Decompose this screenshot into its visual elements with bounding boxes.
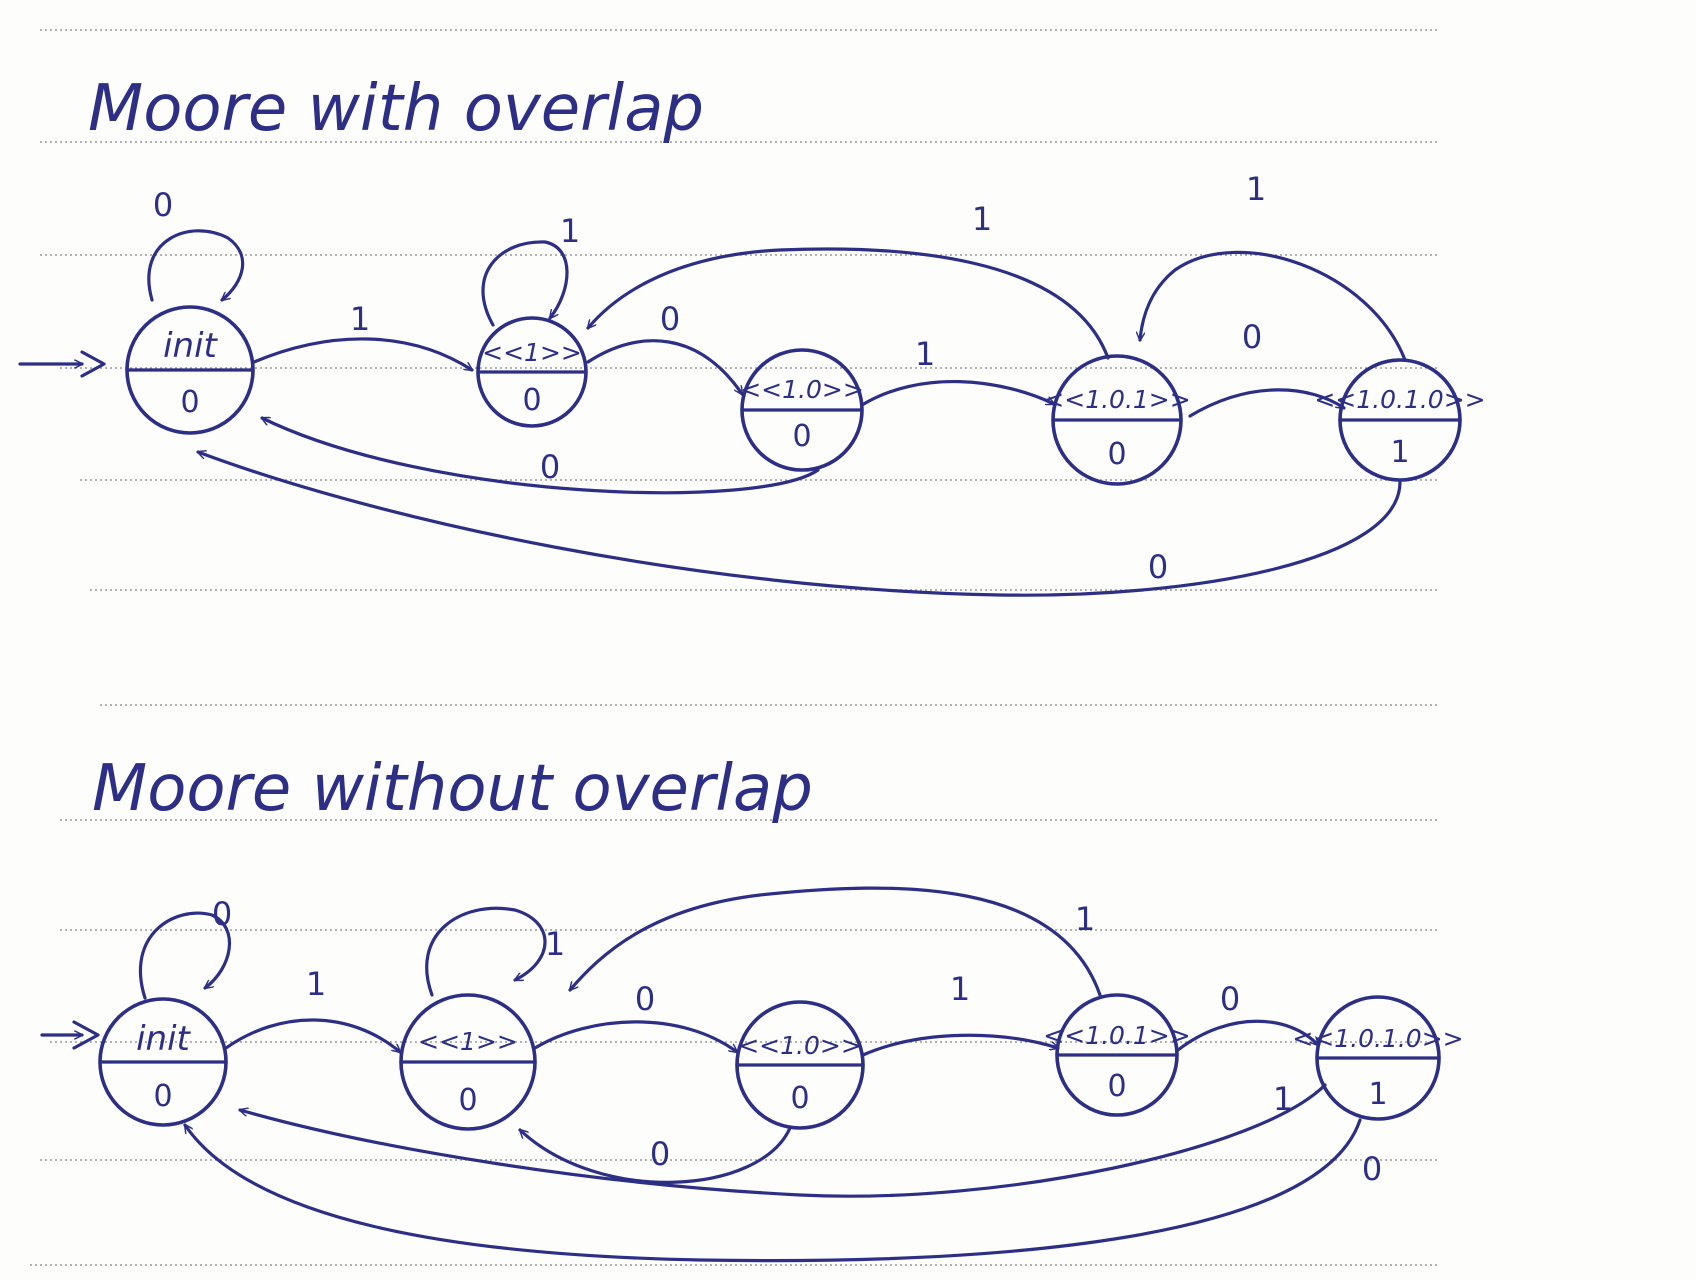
transition-label: 0 <box>153 186 173 224</box>
initial-arrow-head <box>72 1020 100 1050</box>
transition-label: 0 <box>650 1135 670 1173</box>
transition-label: 0 <box>635 980 655 1018</box>
fsm-moore-without-overlap: Moore without overlap init 0 <<1>> 0 <<1… <box>40 752 1464 1263</box>
transition-label: 1 <box>560 212 580 250</box>
transition-s1-s10: 0 <box>533 980 737 1054</box>
transition-label: 1 <box>972 200 992 238</box>
transition-s10-s101: 1 <box>861 970 1058 1057</box>
state-s101: <<1.0.1>> 0 <box>1043 354 1191 486</box>
state-s1: <<1>> 0 <box>476 316 588 428</box>
transition-s1-s1: 1 <box>425 906 565 997</box>
state-name: <<1>> <box>418 1027 518 1056</box>
state-output: 1 <box>1390 435 1409 470</box>
transition-label: 1 <box>1273 1080 1293 1118</box>
state-s101: <<1.0.1>> 0 <box>1043 993 1191 1117</box>
transition-label: 1 <box>306 965 326 1003</box>
ruled-lines <box>30 29 1440 1266</box>
transition-s10-s1: 0 <box>520 1126 792 1184</box>
state-name: <<1.0.1>> <box>1043 385 1190 414</box>
transition-s10-s101: 1 <box>860 335 1054 407</box>
transition-s101-s1010: 0 <box>1176 980 1318 1052</box>
transition-s1010-s101: 1 <box>1140 170 1407 362</box>
transition-s1010-init-0: 0 <box>183 1118 1382 1263</box>
transition-s101-s1010: 0 <box>1188 318 1344 418</box>
transition-init-s1: 1 <box>252 300 472 372</box>
state-name: <<1.0>> <box>740 375 864 404</box>
state-name: init <box>136 1019 191 1059</box>
diagram-title: Moore without overlap <box>92 752 813 826</box>
state-s1: <<1>> 0 <box>399 993 537 1131</box>
state-output: 0 <box>1107 437 1126 472</box>
transition-label: 0 <box>540 448 560 486</box>
state-name: <<1>> <box>482 338 582 367</box>
transition-label: 0 <box>1242 318 1262 356</box>
state-output: 0 <box>153 1079 172 1114</box>
transition-s1010-init-1: 1 <box>240 1080 1327 1198</box>
state-output: 0 <box>792 419 811 454</box>
state-init: init 0 <box>125 305 255 435</box>
fsm-moore-with-overlap: Moore with overlap init 0 <<1>> 0 <<1.0>… <box>18 72 1486 597</box>
transition-label: 1 <box>915 335 935 373</box>
transition-s10-init: 0 <box>262 416 820 495</box>
state-output: 0 <box>522 383 541 418</box>
state-s1010: <<1.0.1.0>> 1 <box>1292 995 1464 1121</box>
state-name: init <box>163 326 218 366</box>
transition-label: 0 <box>660 300 680 338</box>
transition-label: 0 <box>1220 980 1240 1018</box>
transition-s101-s1: 1 <box>570 886 1102 997</box>
state-s10: <<1.0>> 0 <box>735 1000 865 1130</box>
state-name: <<1.0.1.0>> <box>1314 385 1485 414</box>
transition-label: 1 <box>350 300 370 338</box>
transition-label: 1 <box>950 970 970 1008</box>
state-init: init 0 <box>98 997 228 1127</box>
state-s1010: <<1.0.1.0>> 1 <box>1314 358 1486 482</box>
transition-label: 1 <box>1246 170 1266 208</box>
transition-init-init: 0 <box>147 186 245 302</box>
transition-label: 0 <box>1362 1150 1382 1188</box>
diagram-title: Moore with overlap <box>88 72 704 146</box>
transition-s101-s1: 1 <box>588 200 1110 360</box>
transition-label: 1 <box>545 925 565 963</box>
transition-init-init: 0 <box>138 895 232 1000</box>
transition-label: 0 <box>212 895 232 933</box>
transition-label: 0 <box>1148 548 1168 586</box>
state-s10: <<1.0>> 0 <box>740 348 864 472</box>
state-output: 0 <box>180 385 199 420</box>
transition-s1-s10: 0 <box>586 300 744 394</box>
transition-s1010-init: 0 <box>198 452 1402 597</box>
state-output: 0 <box>790 1081 809 1116</box>
state-name: <<1.0.1.0>> <box>1292 1024 1463 1053</box>
state-output: 0 <box>1107 1069 1126 1104</box>
state-output: 0 <box>458 1083 477 1118</box>
state-name: <<1.0>> <box>738 1031 862 1060</box>
transition-init-s1: 1 <box>224 965 400 1052</box>
initial-arrow-head <box>80 350 106 378</box>
transition-s1-s1: 1 <box>481 212 580 327</box>
state-output: 1 <box>1368 1077 1387 1112</box>
state-name: <<1.0.1>> <box>1043 1021 1190 1050</box>
transition-label: 1 <box>1075 900 1095 938</box>
